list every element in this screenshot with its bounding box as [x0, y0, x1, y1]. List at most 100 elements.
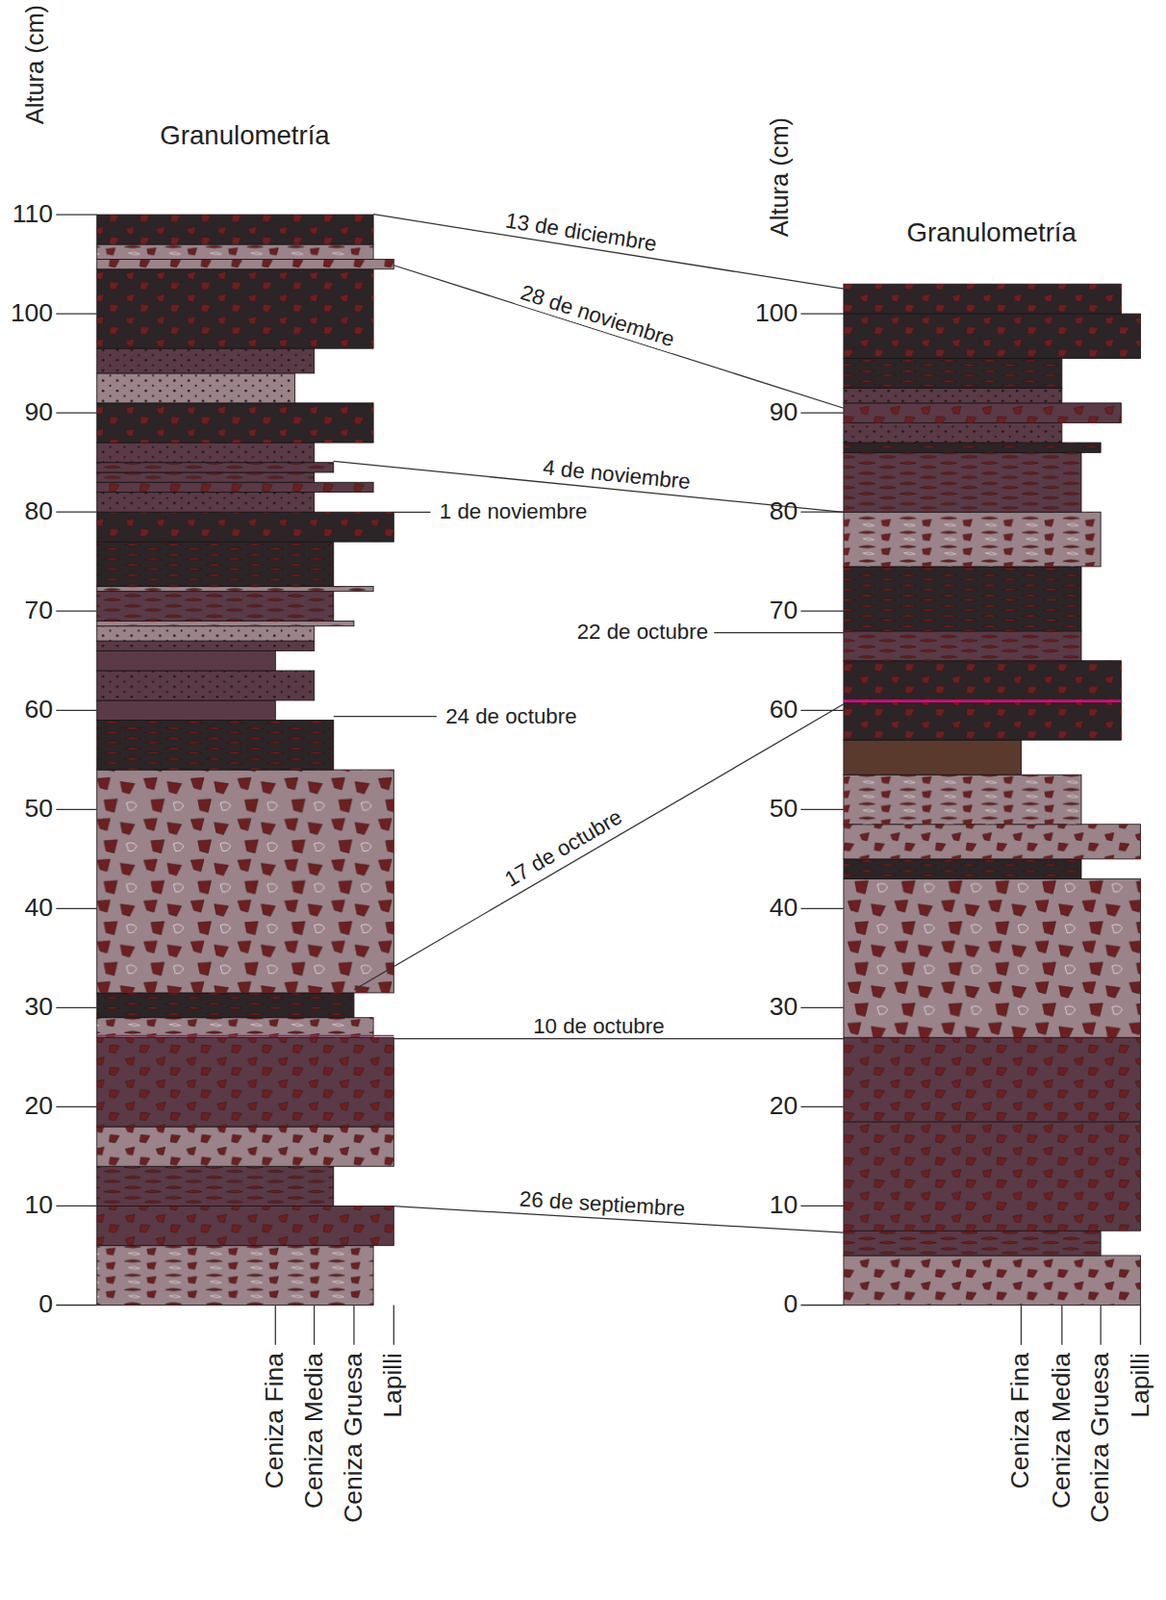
tick-label: 30	[25, 993, 53, 1022]
tephra-layer	[97, 462, 334, 473]
layer-texture	[843, 631, 1082, 661]
layer-texture	[97, 670, 315, 701]
tephra-layer	[97, 541, 334, 586]
layer-texture	[97, 1037, 395, 1127]
tick-label: 20	[25, 1092, 53, 1121]
layer-texture	[97, 269, 374, 349]
date-label: 13 de diciembre	[501, 208, 661, 257]
date-label: 24 de octubre	[442, 705, 580, 730]
grain-size-tick	[313, 1304, 315, 1344]
tick-label: 0	[38, 1291, 53, 1319]
height-tick	[800, 1304, 844, 1306]
marker-line	[843, 699, 1121, 703]
layer-texture	[97, 1017, 374, 1039]
layer-texture	[843, 1255, 1141, 1306]
tephra-layer	[97, 591, 334, 622]
correlation-lines	[333, 214, 844, 1233]
correlation-line	[393, 1038, 844, 1040]
layer-texture	[97, 992, 355, 1018]
tephra-layer	[97, 1037, 395, 1127]
height-tick	[800, 1205, 844, 1207]
tephra-layer	[97, 769, 395, 993]
grain-size-tick	[1100, 1304, 1102, 1344]
tick-label: 80	[25, 498, 53, 527]
grain-size-label: Lapilli	[380, 1352, 408, 1419]
axis-ticks	[55, 214, 1141, 1345]
tephra-layer	[97, 720, 334, 771]
tephra-layer	[843, 824, 1141, 860]
leader-line	[333, 715, 437, 717]
height-tick	[55, 1106, 97, 1108]
tephra-layer	[843, 403, 1121, 424]
height-tick	[55, 1304, 97, 1306]
tephra-layer	[97, 1166, 334, 1206]
tick-label: 50	[769, 795, 798, 824]
height-tick	[800, 1106, 844, 1108]
grain-size-tick	[393, 1304, 395, 1344]
height-tick	[55, 412, 97, 414]
tephra-layer	[97, 481, 374, 492]
tick-label: 70	[25, 597, 53, 626]
layer-texture	[843, 387, 1063, 403]
date-label: 22 de octubre	[574, 620, 711, 645]
tephra-layer	[97, 258, 395, 269]
tick-label: 0	[783, 1291, 798, 1319]
tephra-layer	[843, 739, 1022, 775]
layer-texture	[843, 774, 1082, 825]
height-tick	[55, 610, 97, 612]
tick-label: 100	[10, 300, 53, 329]
tephra-layer	[843, 511, 1101, 567]
layer-texture	[843, 859, 1082, 880]
height-tick	[55, 511, 97, 513]
tick-label: 110	[12, 200, 53, 229]
layer-texture	[97, 258, 395, 269]
layer-texture	[843, 511, 1101, 567]
tephra-layer	[843, 1121, 1141, 1231]
layer-texture	[97, 1205, 395, 1245]
grain-size-tick	[1140, 1304, 1141, 1344]
tick-label: 90	[25, 399, 53, 428]
tick-label: 20	[769, 1092, 798, 1121]
layer-texture	[97, 640, 315, 651]
tephra-layer	[843, 313, 1141, 358]
layer-texture	[97, 585, 374, 591]
layer-texture	[97, 1245, 374, 1306]
layer-texture	[843, 1230, 1101, 1256]
tephra-layer	[97, 1017, 374, 1039]
grain-size-label: Ceniza Gruesa	[1087, 1352, 1116, 1523]
tephra-layer	[97, 244, 374, 259]
tephra-layer	[97, 626, 315, 641]
tephra-layer	[97, 1205, 395, 1245]
tephra-layer	[97, 670, 315, 701]
tephra-layer	[843, 631, 1082, 661]
tephra-layer	[97, 373, 296, 404]
grain-size-label: Ceniza Fina	[1007, 1352, 1036, 1489]
height-tick	[800, 312, 844, 314]
height-tick	[800, 908, 844, 910]
tick-label: 70	[769, 597, 798, 626]
layer-texture	[843, 422, 1063, 443]
grain-size-label: Ceniza Gruesa	[339, 1352, 368, 1523]
layer-texture	[97, 541, 334, 586]
column-title: Granulometría	[159, 121, 330, 151]
layer-texture	[97, 591, 334, 622]
tephra-layer	[97, 1126, 395, 1166]
date-label: 10 de octubre	[530, 1013, 667, 1039]
layer-texture	[843, 442, 1101, 453]
tephra-layer	[843, 878, 1141, 1038]
layer-texture	[843, 1121, 1141, 1231]
layer-texture	[97, 769, 395, 993]
height-tick	[55, 1205, 97, 1207]
grain-size-label: Ceniza Media	[300, 1352, 329, 1509]
tephra-layer	[97, 492, 315, 513]
tephra-layer	[843, 357, 1063, 388]
tick-label: 60	[25, 696, 53, 725]
leader-line	[713, 632, 844, 634]
grain-size-tick	[1061, 1304, 1063, 1344]
grain-size-tick	[353, 1304, 355, 1344]
tephra-layer	[843, 774, 1082, 825]
tick-label: 10	[25, 1191, 53, 1220]
tephra-layer	[843, 1037, 1141, 1122]
tephra-layer	[97, 992, 355, 1018]
axis-title: Altura (cm)	[766, 117, 794, 237]
